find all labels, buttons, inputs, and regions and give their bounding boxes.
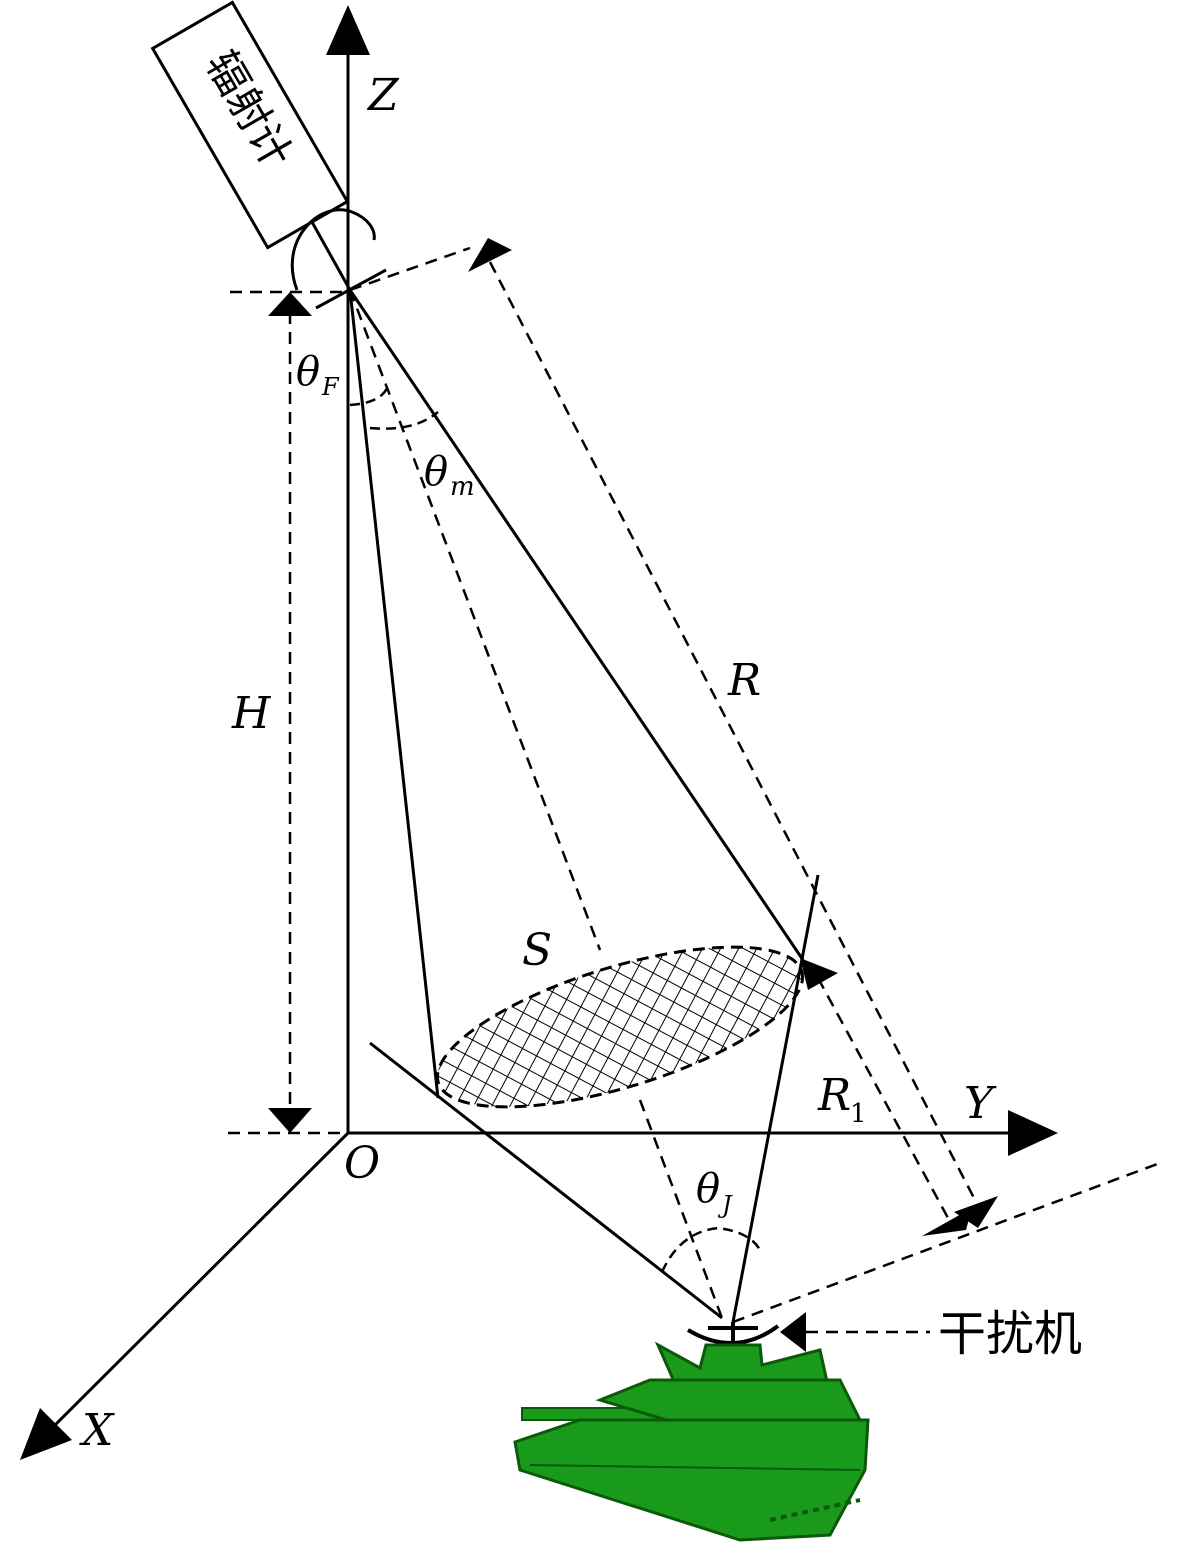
y-axis-arrow-icon (1008, 1110, 1058, 1156)
range1-subscript: 1 (850, 1099, 867, 1129)
z-axis (326, 5, 370, 1133)
height-top-arrow-icon (268, 292, 312, 316)
height-bottom-arrow-icon (268, 1108, 312, 1133)
x-axis (20, 1131, 350, 1460)
y-axis (228, 1110, 1058, 1156)
range-label: R (727, 655, 761, 706)
height-dimension (230, 290, 350, 1133)
theta-f-label: θ (296, 349, 320, 395)
range1-bottom-arrow-icon (922, 1208, 972, 1236)
z-axis-arrow-icon (326, 5, 370, 55)
x-axis-arrow-icon (20, 1408, 72, 1460)
theta-j-label: θ (696, 1166, 720, 1212)
jammer-pointer-arrow-icon (780, 1312, 806, 1352)
theta-m-label: θ (424, 449, 448, 495)
labels: 辐射计 Z Y X O H R S θ F θ m θ J R 1 干扰机 (79, 43, 1082, 1457)
range-bottom-arrow-icon (954, 1196, 998, 1228)
range1-label: R (817, 1070, 851, 1121)
x-axis-label: X (79, 1405, 115, 1456)
beam-cone (348, 289, 805, 1319)
height-label: H (231, 688, 272, 739)
origin-label: O (344, 1138, 380, 1189)
range1-dimension (800, 958, 972, 1236)
theta-m-subscript: m (450, 472, 475, 502)
footprint-ellipse (435, 945, 805, 1109)
jammer-pointer (780, 1312, 930, 1352)
jammer-lines (369, 874, 1161, 1324)
range-dimension (349, 238, 998, 1228)
jammer-label: 干扰机 (938, 1306, 1082, 1362)
tank-icon (513, 1322, 870, 1542)
theta-f-subscript: F (321, 373, 340, 401)
z-axis-label: Z (366, 70, 400, 121)
y-axis-label: Y (964, 1078, 997, 1129)
range1-top-arrow-icon (800, 958, 838, 990)
range-top-arrow-icon (468, 238, 512, 272)
area-label: S (522, 925, 552, 976)
radiometer (150, 0, 387, 310)
